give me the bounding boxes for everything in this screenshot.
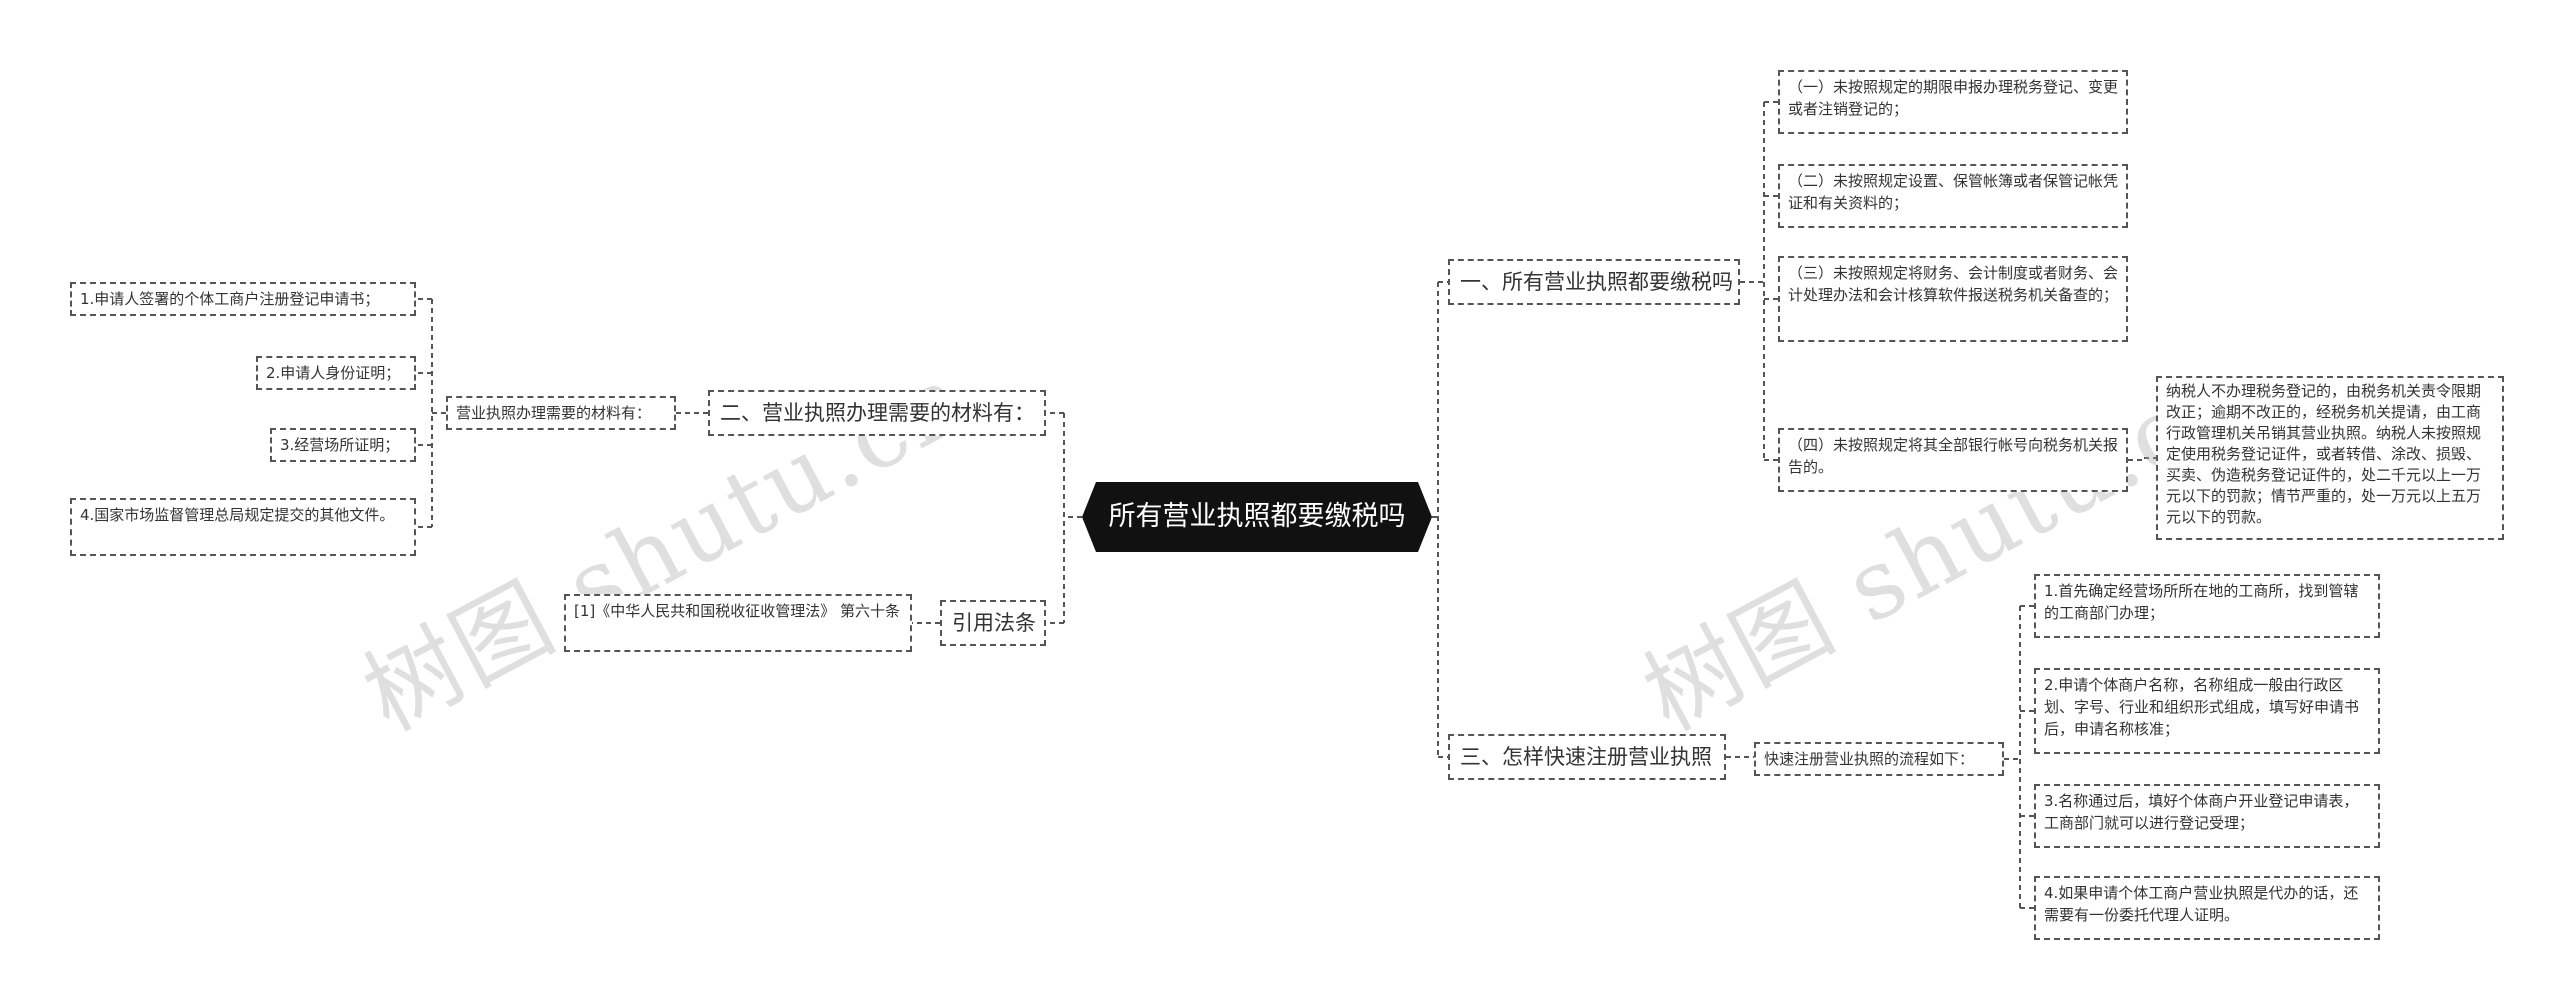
b3-item-1[interactable]: 1.首先确定经营场所所在地的工商所，找到管辖的工商部门办理； <box>2034 574 2380 638</box>
b3-sub-process[interactable]: 快速注册营业执照的流程如下： <box>1754 742 2004 776</box>
connector-16 <box>2128 457 2156 461</box>
b2-item-2[interactable]: 2.申请人身份证明； <box>256 356 416 390</box>
b1-item-4[interactable]: （四）未按照规定将其全部银行帐号向税务机关报告的。 <box>1778 428 2128 492</box>
branch-all-licenses-tax[interactable]: 一、所有营业执照都要缴税吗 <box>1448 259 1740 305</box>
b2-item-3[interactable]: 3.经营场所证明； <box>270 428 416 462</box>
b3-item-3[interactable]: 3.名称通过后，填好个体商户开业登记申请表，工商部门就可以进行登记受理； <box>2034 784 2380 848</box>
b1-note-penalty[interactable]: 纳税人不办理税务登记的，由税务机关责令限期改正；逾期不改正的，经税务机关提请，由… <box>2156 376 2504 540</box>
b3-item-2[interactable]: 2.申请个体商户名称，名称组成一般由行政区划、字号、行业和组织形式组成，填写好申… <box>2034 668 2380 754</box>
branch-cited-law[interactable]: 引用法条 <box>940 600 1046 646</box>
b3-item-4[interactable]: 4.如果申请个体工商户营业执照是代办的话，还需要有一份委托代理人证明。 <box>2034 876 2380 940</box>
b2-item-1[interactable]: 1.申请人签署的个体工商户注册登记申请书； <box>70 282 416 316</box>
b1-item-2[interactable]: （二）未按照规定设置、保管帐簿或者保管记帐凭证和有关资料的； <box>1778 164 2128 228</box>
branch-materials-needed[interactable]: 二、营业执照办理需要的材料有： <box>708 390 1046 436</box>
branch-quick-register[interactable]: 三、怎样快速注册营业执照 <box>1448 734 1726 780</box>
b2-sub-materials[interactable]: 营业执照办理需要的材料有： <box>446 396 676 430</box>
b2-item-4[interactable]: 4.国家市场监督管理总局规定提交的其他文件。 <box>70 498 416 556</box>
b4-item-1[interactable]: [1]《中华人民共和国税收征收管理法》 第六十条 <box>564 594 912 652</box>
b1-item-3[interactable]: （三）未按照规定将财务、会计制度或者财务、会计处理办法和会计核算软件报送税务机关… <box>1778 256 2128 342</box>
root-topic[interactable]: 所有营业执照都要缴税吗 <box>1082 482 1432 552</box>
b1-item-1[interactable]: （一）未按照规定的期限申报办理税务登记、变更或者注销登记的； <box>1778 70 2128 134</box>
